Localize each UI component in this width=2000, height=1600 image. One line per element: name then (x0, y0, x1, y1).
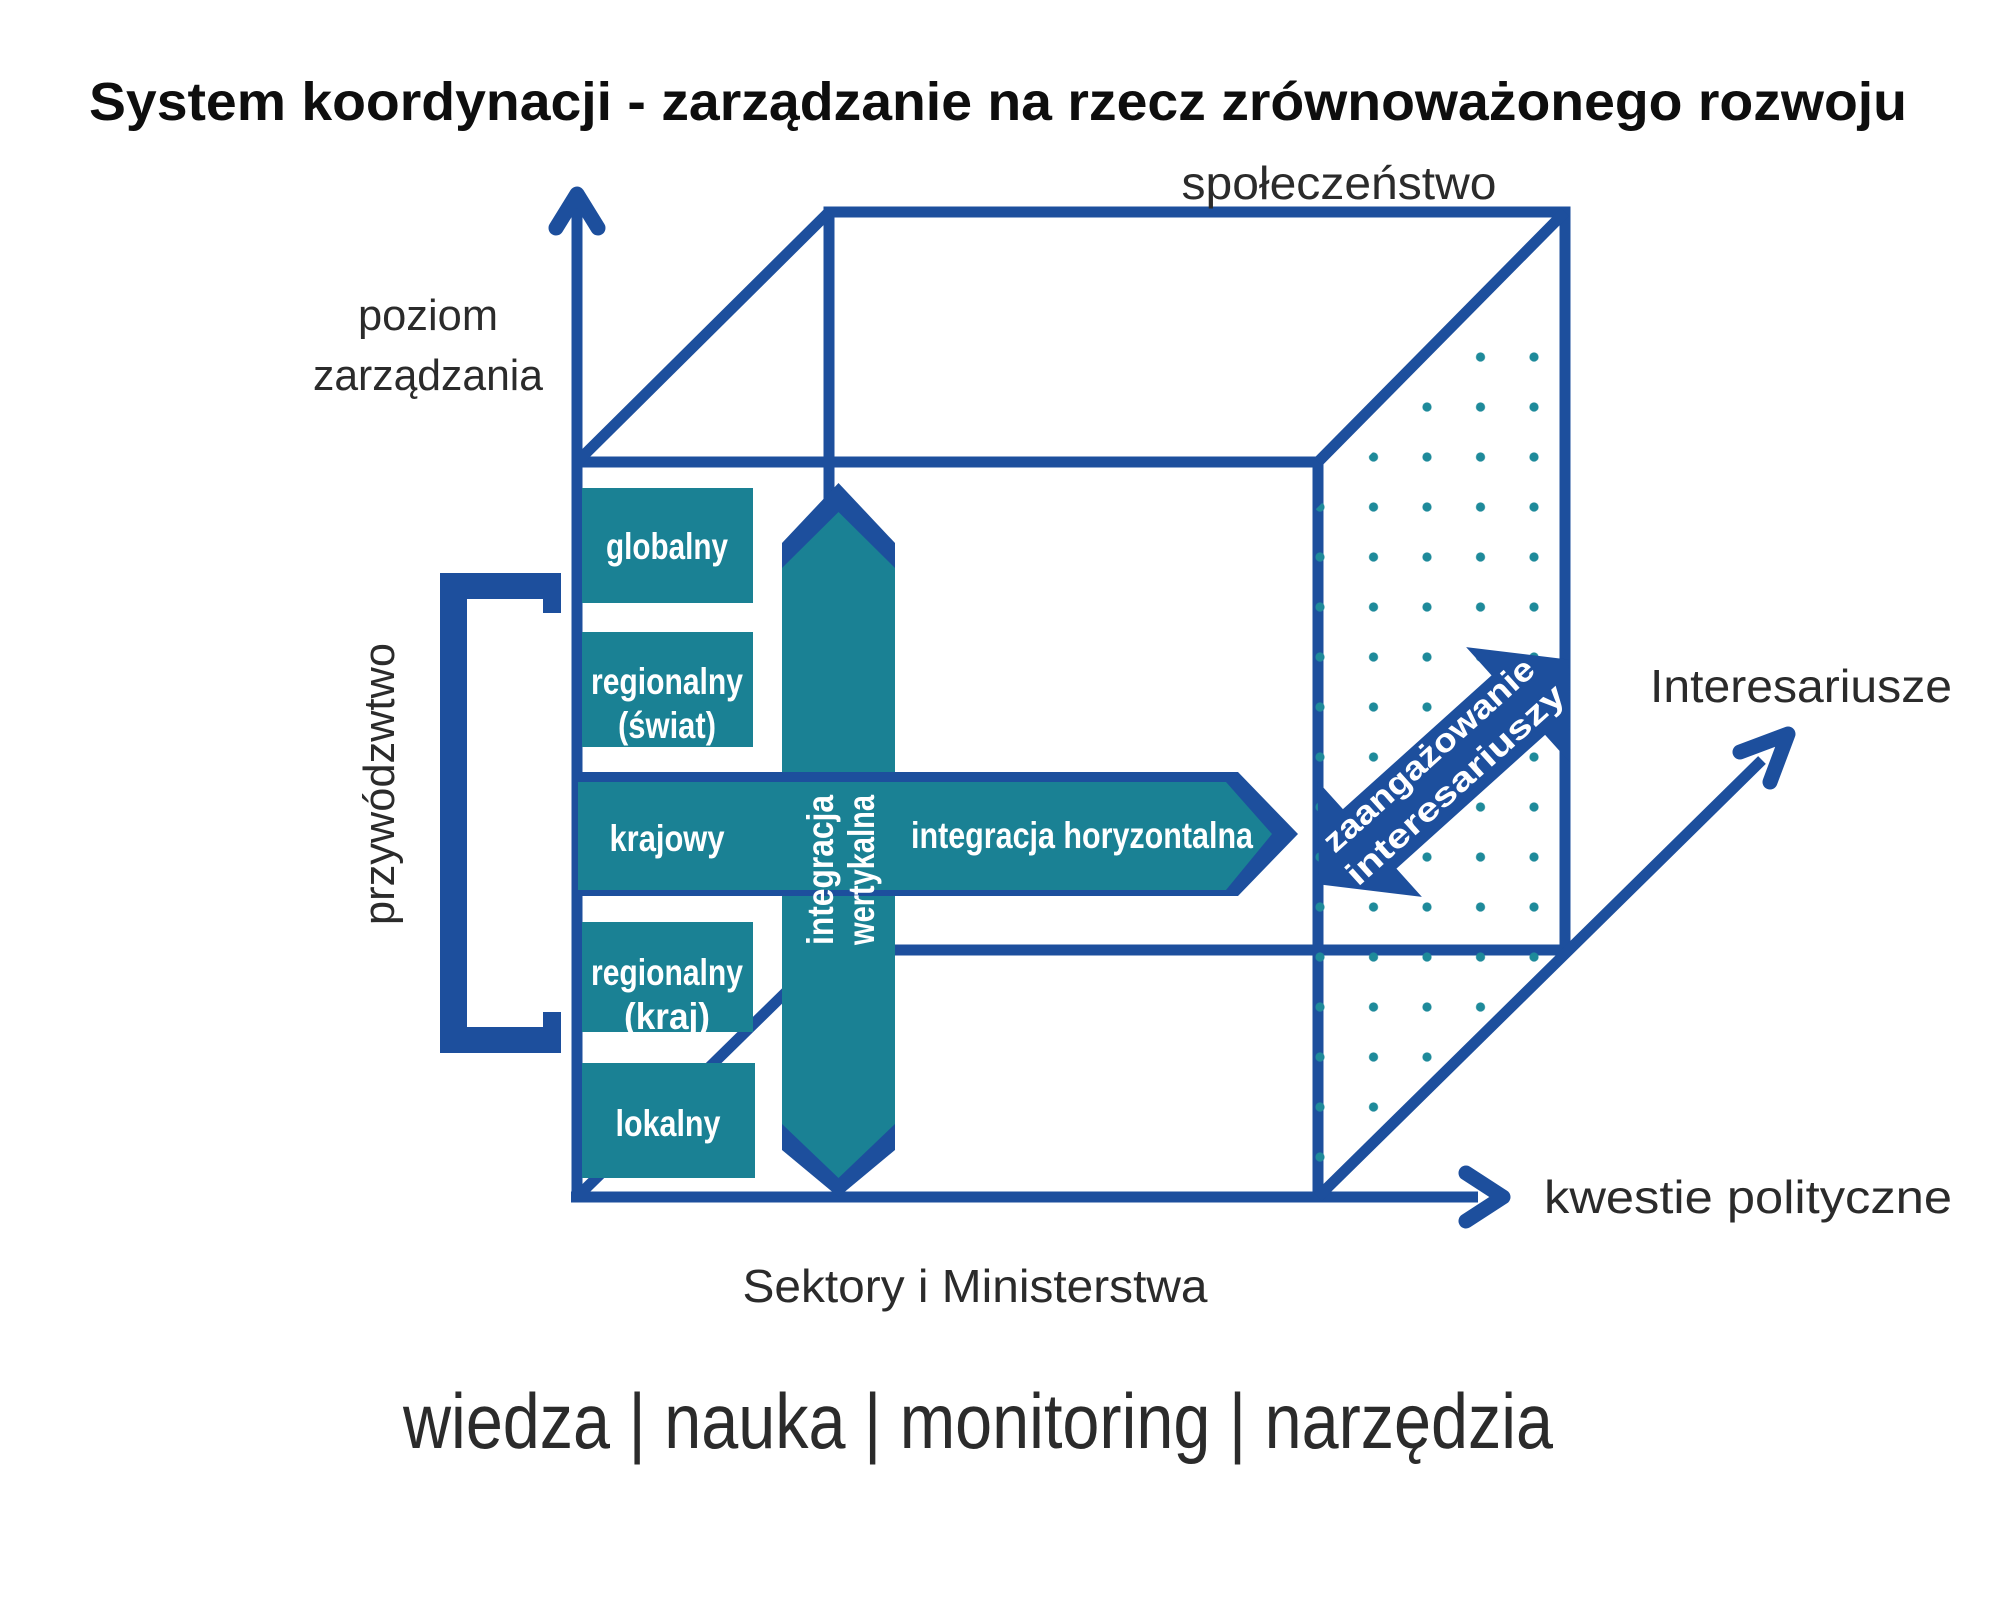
page-title: System koordynacji - zarządzanie na rzec… (89, 72, 1907, 132)
political-issues-axis-label: kwestie polityczne (1544, 1171, 1952, 1223)
stakeholders-axis-arrow-icon (1732, 726, 1796, 790)
level-box-regionalny-kraj (582, 922, 753, 1032)
stakeholders-axis-label: Interesariusze (1650, 660, 1952, 712)
horizontal-integration-label: integracja horyzontalna (911, 815, 1253, 856)
horizontal-integration-arrow (578, 772, 1298, 896)
vertical-integration-label-2: wertykalna (841, 795, 882, 946)
level-label-regionalny-swiat-1: regionalny (591, 661, 743, 702)
level-label-regionalny-kraj-2: (kraj) (624, 996, 710, 1037)
horizontal-axis-arrow-icon (1458, 1165, 1511, 1229)
level-label-lokalny: lokalny (616, 1103, 721, 1144)
management-level-label-2: zarządzania (313, 351, 543, 400)
society-axis-label: społeczeństwo (1182, 157, 1497, 209)
management-level-label-1: poziom (358, 291, 498, 340)
level-label-krajowy: krajowy (610, 818, 725, 859)
stakeholders-axis (1314, 756, 1766, 1201)
cube-top-left-diagonal (573, 208, 833, 466)
vertical-integration-label-1: integracja (800, 795, 841, 945)
level-label-regionalny-swiat-2: (świat) (618, 705, 716, 746)
sectors-axis-label: Sektory i Ministerstwa (743, 1260, 1208, 1312)
axes (548, 186, 1796, 1229)
level-box-globalny (582, 488, 753, 603)
cube-top-right-diagonal (1314, 208, 1569, 466)
vertical-axis-arrow-icon (548, 186, 606, 236)
leadership-label: przywódzwtwo (355, 643, 404, 925)
leadership-bracket (440, 573, 561, 1053)
level-label-regionalny-kraj-1: regionalny (591, 952, 743, 993)
knowledge-tools-caption: wiedza | nauka | monitoring | narzędzia (402, 1377, 1553, 1465)
level-label-globalny: globalny (606, 526, 728, 567)
level-box-lokalny (582, 1063, 755, 1178)
level-box-regionalny-swiat (582, 632, 753, 747)
management-level-boxes (582, 488, 755, 1178)
